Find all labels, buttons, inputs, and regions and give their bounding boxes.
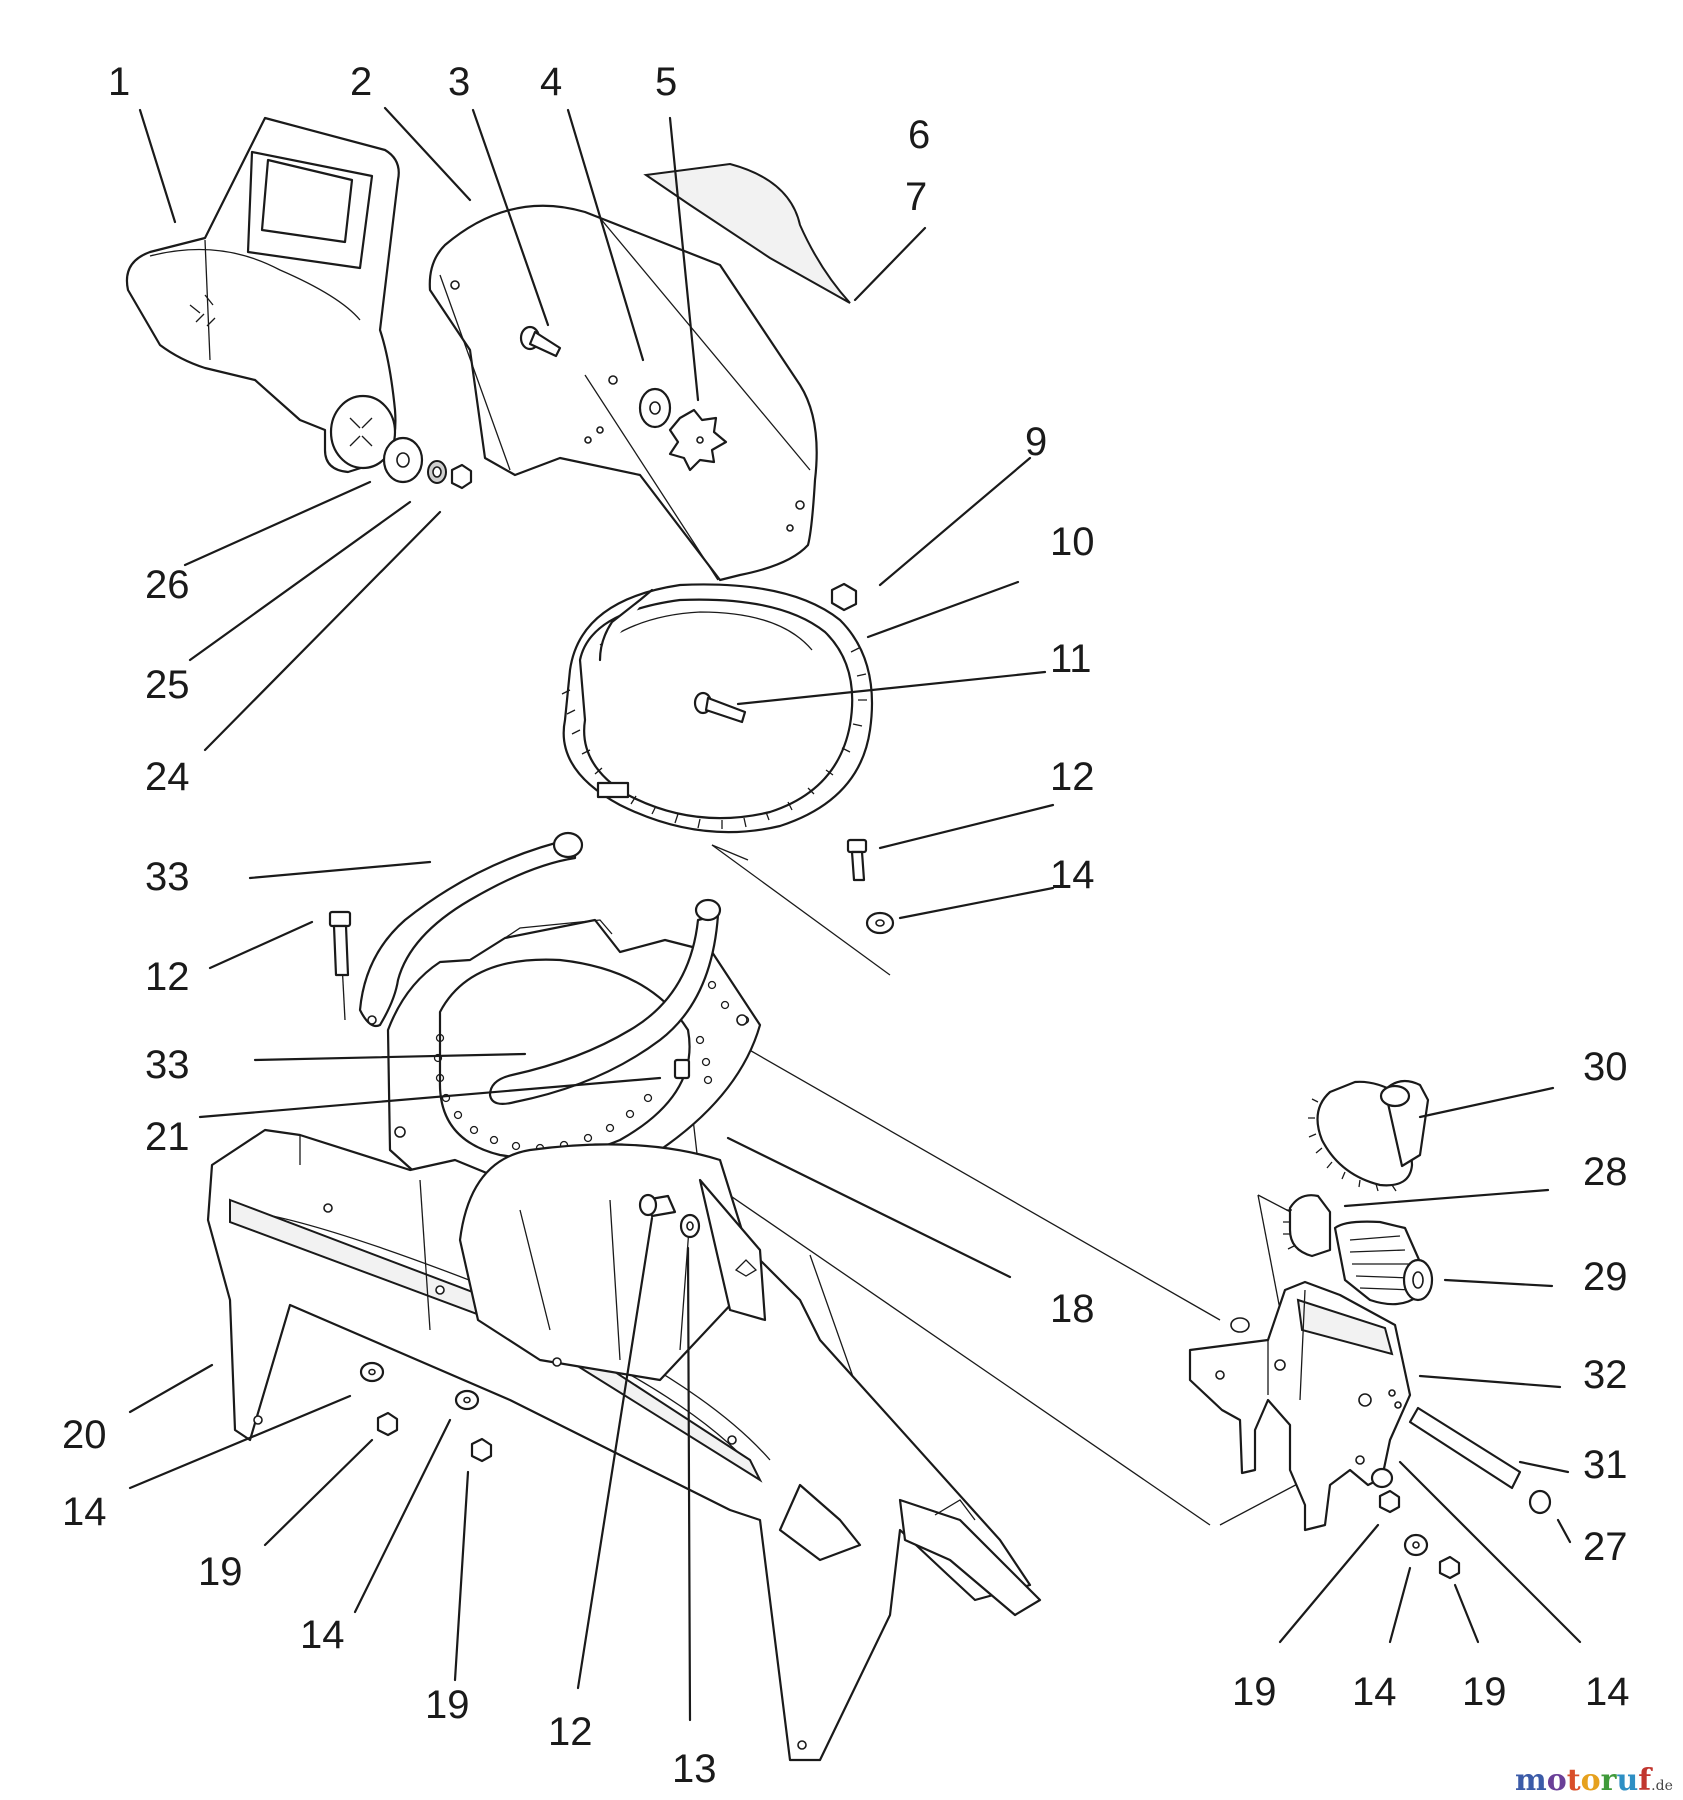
chute-deflector-part [125,116,400,474]
callout-13: 13 [672,1747,717,1791]
callout-26: 26 [145,563,190,607]
flat-washer-part [638,387,672,429]
callout-2: 2 [350,60,372,104]
svg-text:motoruf.de: motoruf.de [1515,1763,1673,1798]
callout-4: 4 [540,60,562,104]
left-lower-hardware [359,1361,493,1463]
callout-12-right: 12 [1050,755,1095,799]
callout-19-lower-left: 19 [425,1683,470,1727]
callout-10: 10 [1050,520,1095,564]
callout-1: 1 [108,60,130,104]
callout-14-left: 14 [62,1490,107,1534]
callout-14-lower-left: 14 [300,1613,345,1657]
callout-20: 20 [62,1413,107,1457]
callout-12-left: 12 [145,955,190,999]
chute-hardware [382,436,473,490]
pinion-worm-gear-part [1283,1194,1434,1306]
callout-19-right-b: 19 [1462,1670,1507,1714]
callout-27: 27 [1583,1525,1628,1569]
center-bolt-washer [638,1193,701,1239]
watermark-letter: o [1581,1763,1601,1798]
callout-labels: 1 2 3 4 5 6 7 9 10 11 12 14 26 25 24 33 … [62,60,1630,1791]
auger-housing-part [206,1128,1042,1762]
left-bolt-part [328,910,352,977]
callout-19-right-a: 19 [1232,1670,1277,1714]
callout-3: 3 [448,60,470,104]
right-bolt-washer [846,838,895,935]
callout-32: 32 [1583,1353,1628,1397]
deflector-flap-part [643,162,851,304]
callout-18: 18 [1050,1287,1095,1331]
callout-14-right: 14 [1050,853,1095,897]
watermark-letter: m [1515,1763,1547,1798]
callout-30: 30 [1583,1045,1628,1089]
flange-nut-part [830,582,858,612]
watermark-suffix: .de [1651,1778,1673,1794]
chute-bolt-part [693,691,747,724]
chute-body-part [428,204,818,582]
watermark-letter: r [1601,1763,1618,1798]
leader-lines [128,106,1582,1722]
callout-5: 5 [655,60,677,104]
callout-28: 28 [1583,1150,1628,1194]
callout-7: 7 [905,175,927,219]
callout-25: 25 [145,663,190,707]
callout-14-right-b: 14 [1585,1670,1630,1714]
callout-9: 9 [1025,420,1047,464]
watermark-letter: t [1567,1763,1581,1798]
callout-24: 24 [145,755,190,799]
callout-6: 6 [908,113,930,157]
watermark-logo: motoruf.de [1515,1763,1673,1798]
carriage-bolt-part [519,325,562,358]
star-knob-part [668,408,728,472]
shaft-part [1408,1406,1552,1515]
callout-11: 11 [1050,637,1092,681]
callout-21: 21 [145,1115,190,1159]
watermark-letter: o [1547,1763,1567,1798]
watermark-letter: u [1616,1763,1638,1798]
callout-33-upper: 33 [145,855,190,899]
callout-19-left: 19 [198,1550,243,1594]
retaining-strap-upper [358,831,584,1028]
mounting-bracket-part [1188,1280,1412,1532]
callout-31: 31 [1583,1443,1628,1487]
drive-gear-part [1308,1079,1430,1192]
watermark-letter: f [1638,1763,1653,1798]
retaining-strap-lower [488,898,722,1105]
callout-33-lower: 33 [145,1043,190,1087]
callout-14-right-a: 14 [1352,1670,1397,1714]
callout-29: 29 [1583,1255,1628,1299]
callout-12-center: 12 [548,1710,593,1754]
right-lower-hardware [1370,1467,1461,1580]
